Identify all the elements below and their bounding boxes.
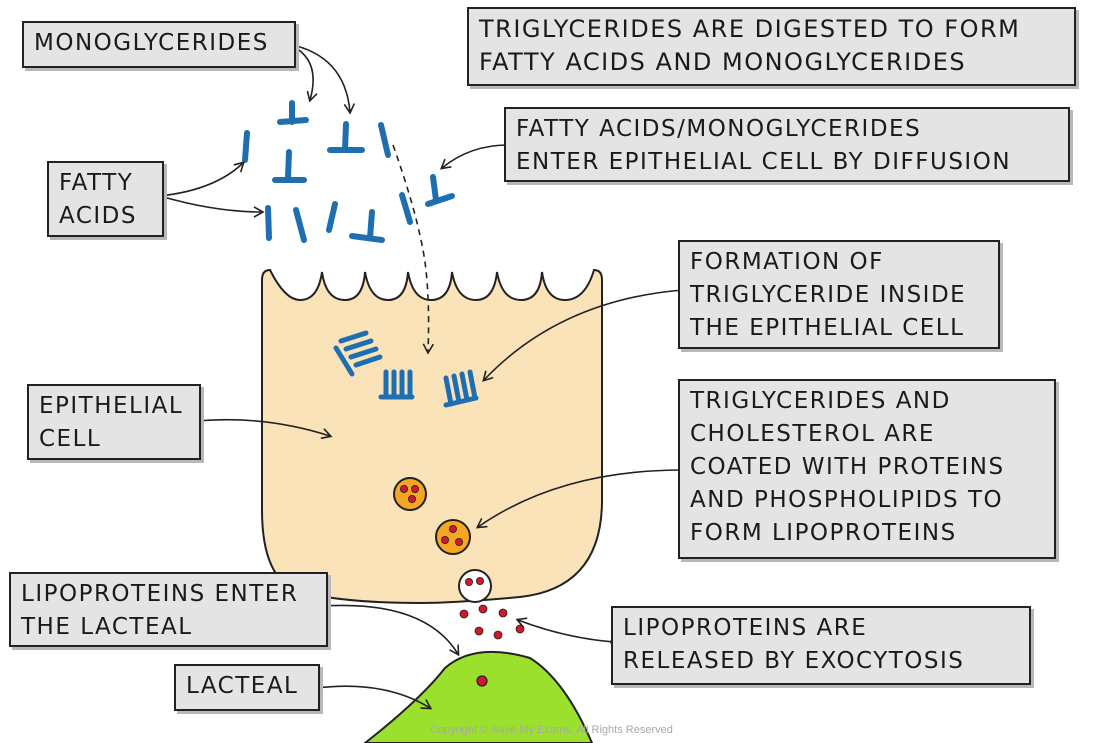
- fatty-acid-molecule: [242, 130, 250, 163]
- label-enter-lacteal: LIPOPROTEINS ENTER THE LACTEAL: [9, 572, 328, 647]
- label-text: FORM LIPOPROTEINS: [690, 520, 957, 546]
- label-text: THE EPITHELIAL CELL: [690, 315, 965, 341]
- triglycerides-group: [333, 330, 479, 408]
- label-fatty-acids: FATTY ACIDS: [47, 161, 164, 237]
- arrow-fatty-acids-b: [159, 195, 265, 218]
- label-diffusion: FATTY ACIDS/MONOGLYCERIDES ENTER EPITHEL…: [504, 107, 1070, 182]
- label-coating: TRIGLYCERIDES AND CHOLESTEROL ARE COATED…: [678, 379, 1056, 559]
- arrow-diffusion: [439, 144, 509, 170]
- label-text: ENTER EPITHELIAL CELL BY DIFFUSION: [516, 149, 1012, 175]
- arrow-coating: [475, 469, 684, 529]
- label-text: CHOLESTEROL ARE: [690, 421, 935, 447]
- lipoprotein-particle: [393, 477, 427, 511]
- arrow-fatty-acids-a: [159, 161, 245, 197]
- arrow-epithelial: [195, 418, 333, 440]
- arrow-formation: [482, 289, 684, 382]
- label-text: TRIGLYCERIDES ARE DIGESTED TO FORM: [479, 15, 1021, 43]
- label-text: AND PHOSPHOLIPIDS TO: [690, 487, 1004, 513]
- label-text: FATTY ACIDS/MONOGLYCERIDES: [516, 116, 922, 142]
- arrow-exocytosis: [515, 617, 615, 643]
- arrow-lacteal: [316, 685, 433, 710]
- monoglyceride-molecule: [349, 209, 385, 243]
- arrow-monoglycerides-b: [287, 43, 356, 115]
- label-text: LIPOPROTEINS ENTER: [21, 581, 299, 607]
- lipoprotein-particle: [435, 519, 471, 555]
- epithelial-cell-shape: [261, 268, 603, 605]
- label-text: ACIDS: [59, 203, 137, 229]
- label-digestion: TRIGLYCERIDES ARE DIGESTED TO FORM FATTY…: [467, 7, 1076, 86]
- label-exocytosis: LIPOPROTEINS ARE RELEASED BY EXOCYTOSIS: [611, 606, 1031, 685]
- released-lipoproteins: [459, 604, 525, 640]
- label-text: LIPOPROTEINS ARE: [623, 615, 868, 641]
- fatty-acid-molecule: [265, 205, 272, 241]
- fatty-acid-molecule: [378, 122, 391, 158]
- label-text: FATTY ACIDS AND MONOGLYCERIDES: [479, 48, 967, 76]
- fatty-acid-molecule: [399, 192, 413, 225]
- triglyceride-molecule: [378, 369, 415, 400]
- diffusion-dashed-arrow: [392, 144, 434, 355]
- label-text: TRIGLYCERIDES AND: [690, 388, 951, 414]
- monoglyceride-molecule: [277, 100, 309, 125]
- label-text: CELL: [39, 426, 102, 452]
- connector-arrows: [159, 43, 684, 710]
- arrow-enter-lacteal: [322, 604, 460, 657]
- label-text: TRIGLYCERIDE INSIDE: [690, 282, 967, 308]
- fatty-acid-molecule: [293, 207, 307, 243]
- label-text: FORMATION OF: [690, 249, 884, 275]
- monoglyceride-molecule: [425, 174, 455, 207]
- label-text: THE LACTEAL: [21, 614, 193, 640]
- label-text: EPITHELIAL: [39, 393, 184, 419]
- label-epithelial-cell: EPITHELIAL CELL: [27, 384, 201, 460]
- copyright-notice: Copyright © Save My Exams. All Rights Re…: [430, 724, 673, 736]
- monoglyceride-molecule: [272, 149, 307, 183]
- label-formation: FORMATION OF TRIGLYCERIDE INSIDE THE EPI…: [678, 240, 1000, 349]
- monoglyceride-molecule: [327, 121, 365, 153]
- label-text: RELEASED BY EXOCYTOSIS: [623, 648, 965, 674]
- label-text: FATTY: [59, 170, 134, 196]
- label-text: LACTEAL: [186, 673, 299, 699]
- lacteal-shape: [363, 650, 594, 743]
- label-text: MONOGLYCERIDES: [34, 30, 269, 56]
- triglyceride-molecule: [443, 369, 479, 408]
- label-text: COATED WITH PROTEINS: [690, 454, 1005, 480]
- fatty-acid-molecule: [326, 201, 338, 233]
- triglyceride-molecule: [333, 330, 383, 377]
- lacteal-lipoprotein-dot: [476, 675, 488, 687]
- exocytosis-vesicle: [458, 569, 492, 603]
- monoglycerides-group: [272, 100, 455, 243]
- label-monoglycerides: MONOGLYCERIDES: [22, 21, 296, 68]
- fatty-acids-group: [242, 122, 413, 243]
- label-lacteal: LACTEAL: [174, 664, 320, 711]
